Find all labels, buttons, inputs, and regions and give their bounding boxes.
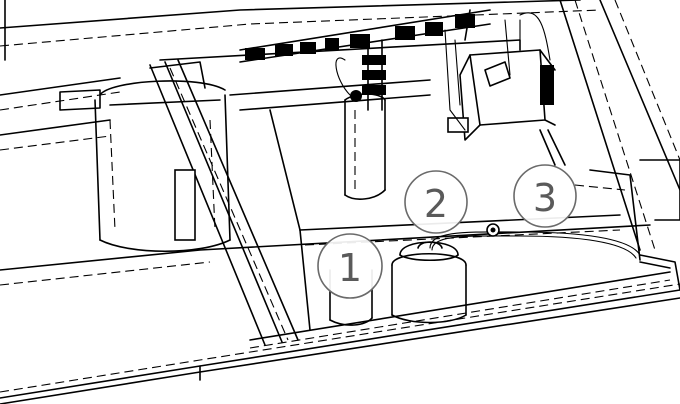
callout-3-label: 3 <box>533 176 557 220</box>
callout-3: 3 <box>513 164 577 228</box>
liquid-bottle <box>391 223 641 324</box>
front-rail <box>0 254 680 404</box>
pipe-manifold <box>239 9 491 111</box>
callout-1: 1 <box>317 233 383 299</box>
callout-1-label: 1 <box>338 246 362 290</box>
callout-2-label: 2 <box>424 182 448 226</box>
pump-block <box>444 9 566 166</box>
filter-canister <box>59 61 231 253</box>
callout-2: 2 <box>404 170 468 234</box>
sensor-cylinder <box>335 57 386 200</box>
